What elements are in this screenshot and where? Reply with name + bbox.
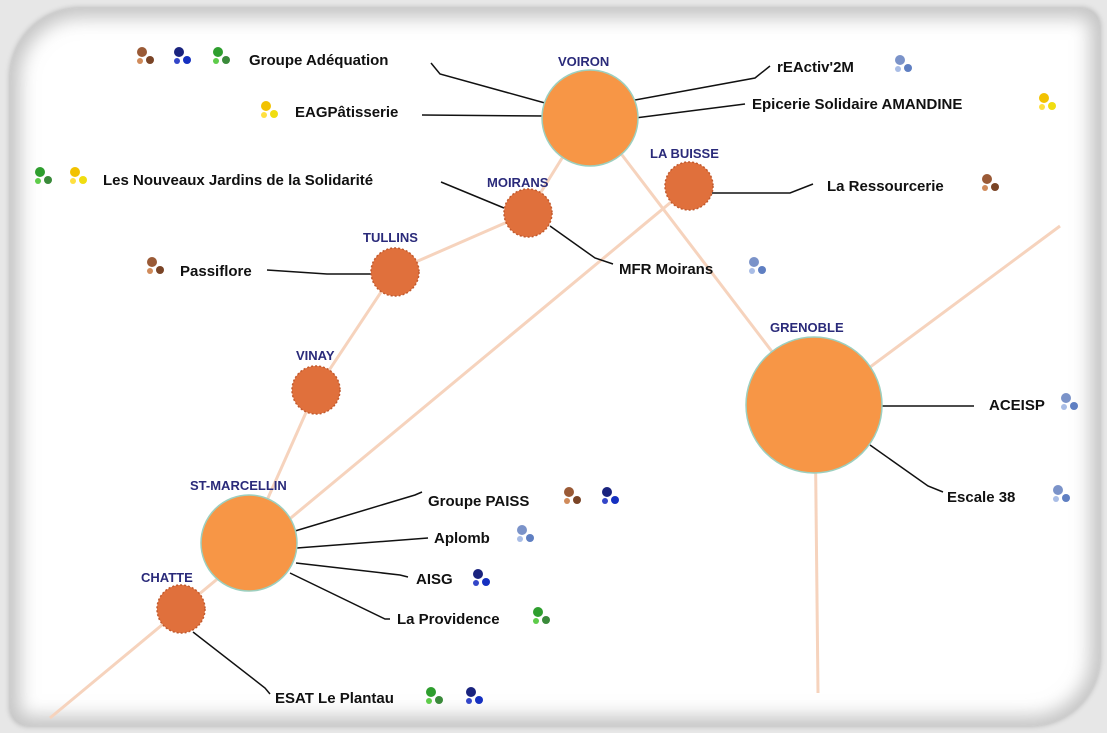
connector-epicerie bbox=[634, 103, 746, 119]
node-vinay[interactable] bbox=[291, 365, 341, 415]
green-dots-icon bbox=[213, 47, 230, 64]
org-label-passiflore[interactable]: Passiflore bbox=[180, 263, 252, 280]
yellow-dots-icon bbox=[261, 101, 278, 118]
org-label-mfr-moirans[interactable]: MFR Moirans bbox=[619, 261, 713, 278]
org-label-la-providence[interactable]: La Providence bbox=[397, 611, 500, 628]
node-la-buisse[interactable] bbox=[664, 161, 714, 211]
lightblue-dots-icon bbox=[1053, 485, 1070, 502]
category-dots bbox=[35, 47, 1078, 704]
connector-escale38 bbox=[869, 444, 944, 493]
org-label-aceisp[interactable]: ACEISP bbox=[989, 397, 1045, 414]
org-label-aisg[interactable]: AISG bbox=[416, 571, 453, 588]
lightblue-dots-icon bbox=[749, 257, 766, 274]
org-label-aplomb[interactable]: Aplomb bbox=[434, 530, 490, 547]
org-label-groupe-adequation[interactable]: Groupe Adéquation bbox=[249, 52, 388, 69]
connector-passiflore bbox=[266, 269, 371, 275]
organization-labels: Groupe Adéquation EAGPâtisserie rEActiv'… bbox=[103, 52, 1045, 707]
node-moirans[interactable] bbox=[503, 188, 553, 238]
node-voiron[interactable] bbox=[541, 69, 639, 167]
org-label-reactiv2m[interactable]: rEActiv'2M bbox=[777, 59, 854, 76]
green-dots-icon bbox=[533, 607, 550, 624]
city-label-tullins: TULLINS bbox=[363, 230, 418, 245]
city-label-voiron: VOIRON bbox=[558, 54, 609, 69]
city-nodes bbox=[156, 69, 883, 634]
org-label-eagpatisserie[interactable]: EAGPâtisserie bbox=[295, 104, 398, 121]
connector-groupe-adequation bbox=[430, 62, 546, 104]
node-chatte[interactable] bbox=[156, 584, 206, 634]
brown-dots-icon bbox=[564, 487, 581, 504]
lightblue-dots-icon bbox=[517, 525, 534, 542]
network-diagram: VOIRON LA BUISSE MOIRANS TULLINS VINAY S… bbox=[35, 47, 1078, 720]
brown-dots-icon bbox=[137, 47, 154, 64]
roads bbox=[49, 112, 1061, 720]
city-label-vinay: VINAY bbox=[296, 348, 335, 363]
connector-esat-plantau bbox=[192, 631, 271, 695]
node-grenoble[interactable] bbox=[745, 336, 883, 474]
org-label-escale38[interactable]: Escale 38 bbox=[947, 489, 1015, 506]
org-label-epicerie-amandine[interactable]: Epicerie Solidaire AMANDINE bbox=[752, 96, 962, 113]
connector-eagpatisserie bbox=[421, 114, 546, 117]
org-label-groupe-paiss[interactable]: Groupe PAISS bbox=[428, 493, 529, 510]
yellow-dots-icon bbox=[70, 167, 87, 184]
road-sw-diagonal bbox=[49, 176, 701, 720]
brown-dots-icon bbox=[147, 257, 164, 274]
navy-dots-icon bbox=[174, 47, 191, 64]
connector-nouveaux-jardins bbox=[440, 181, 505, 209]
yellow-dots-icon bbox=[1039, 93, 1056, 110]
city-label-la-buisse: LA BUISSE bbox=[650, 146, 719, 161]
city-label-st-marcellin: ST-MARCELLIN bbox=[190, 478, 287, 493]
lightblue-dots-icon bbox=[1061, 393, 1078, 410]
diagram-frame: VOIRON LA BUISSE MOIRANS TULLINS VINAY S… bbox=[10, 8, 1100, 726]
connector-aisg bbox=[295, 562, 409, 578]
org-label-nouveaux-jardins[interactable]: Les Nouveaux Jardins de la Solidarité bbox=[103, 172, 373, 189]
navy-dots-icon bbox=[473, 569, 490, 586]
green-dots-icon bbox=[426, 687, 443, 704]
brown-dots-icon bbox=[982, 174, 999, 191]
connectors bbox=[192, 62, 974, 695]
connector-groupe-paiss bbox=[294, 491, 423, 532]
connector-mfr-moirans bbox=[549, 225, 614, 265]
connector-aplomb bbox=[296, 537, 429, 549]
connector-ressourcerie bbox=[712, 183, 814, 194]
lightblue-dots-icon bbox=[895, 55, 912, 72]
node-tullins[interactable] bbox=[370, 247, 420, 297]
org-label-esat-le-plantau[interactable]: ESAT Le Plantau bbox=[275, 690, 394, 707]
org-label-la-ressourcerie[interactable]: La Ressourcerie bbox=[827, 178, 944, 195]
city-label-grenoble: GRENOBLE bbox=[770, 320, 844, 335]
city-labels: VOIRON LA BUISSE MOIRANS TULLINS VINAY S… bbox=[141, 54, 844, 585]
city-label-chatte: CHATTE bbox=[141, 570, 193, 585]
navy-dots-icon bbox=[602, 487, 619, 504]
city-label-moirans: MOIRANS bbox=[487, 175, 549, 190]
node-st-marcellin[interactable] bbox=[200, 494, 298, 592]
green-dots-icon bbox=[35, 167, 52, 184]
connector-reactiv2m bbox=[634, 65, 771, 101]
connector-la-providence bbox=[289, 572, 390, 620]
navy-dots-icon bbox=[466, 687, 483, 704]
